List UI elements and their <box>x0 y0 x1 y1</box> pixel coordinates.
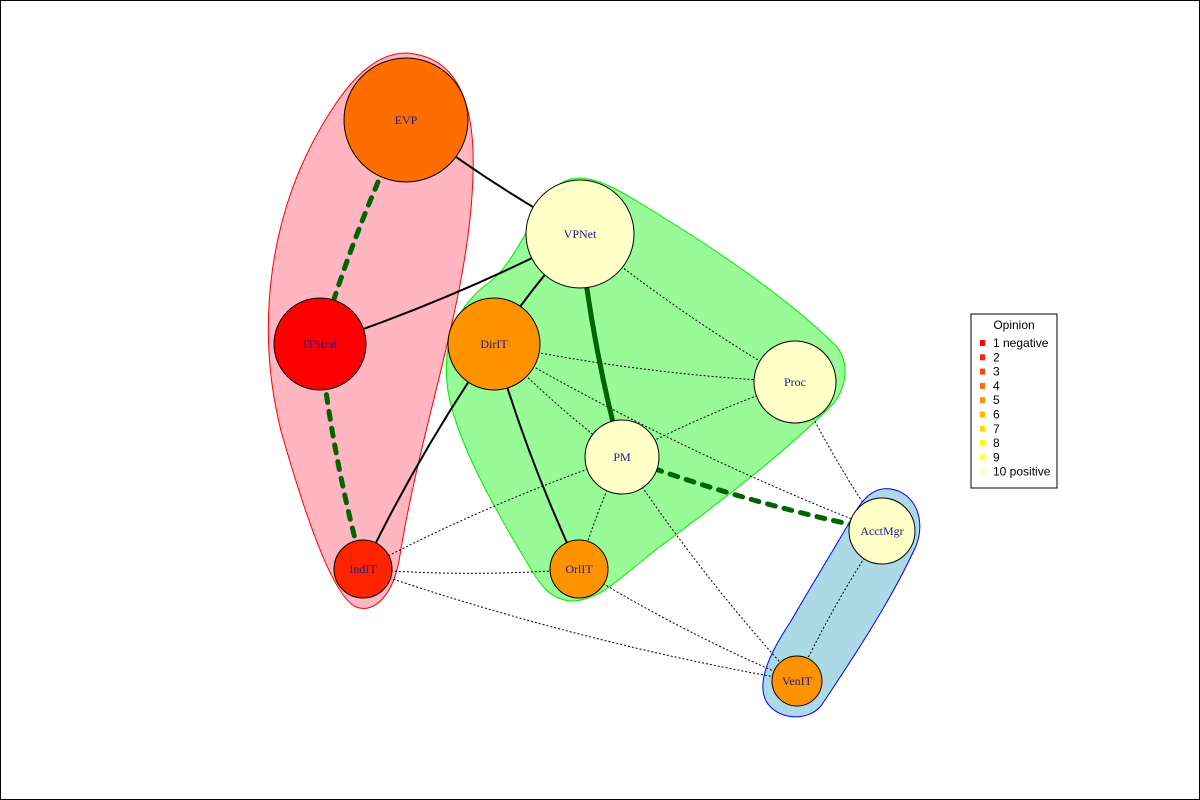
legend-label: 10 positive <box>993 465 1051 479</box>
legend-swatch <box>980 340 985 346</box>
legend-label: 6 <box>993 408 1000 422</box>
legend-swatch <box>980 397 985 404</box>
legend-label: 3 <box>993 365 1000 379</box>
edge-dirit-acctmgr <box>493 343 883 532</box>
legend-swatch <box>980 382 985 389</box>
node-circle[interactable] <box>848 497 916 565</box>
node-circle[interactable] <box>333 539 393 599</box>
node-proc[interactable]: Proc <box>753 340 837 424</box>
legend-swatch <box>980 411 985 418</box>
node-label: OrlIT <box>565 562 593 576</box>
node-label: IndIT <box>349 562 377 576</box>
node-pm[interactable]: PM <box>584 419 660 495</box>
node-label: EVP <box>395 113 418 127</box>
legend-swatch <box>980 368 985 375</box>
node-vpnet[interactable]: VPNet <box>525 179 635 289</box>
node-dirit[interactable]: DirIT <box>447 297 541 391</box>
node-venit[interactable]: VenIT <box>771 655 823 707</box>
node-label: VPNet <box>564 227 597 241</box>
node-circle[interactable] <box>549 539 609 599</box>
node-evp[interactable]: EVP <box>343 57 469 183</box>
legend-swatch <box>980 440 985 447</box>
legend-label: 2 <box>993 350 1000 364</box>
node-circle[interactable] <box>771 655 823 707</box>
legend-label: 4 <box>993 379 1000 393</box>
node-label: VenIT <box>782 674 813 688</box>
legend-label: 5 <box>993 393 1000 407</box>
node-label: DirIT <box>480 337 508 351</box>
edge-indit-venit <box>362 568 798 682</box>
legend-swatch <box>980 468 985 475</box>
legend-swatch <box>980 354 985 361</box>
node-circle[interactable] <box>447 297 541 391</box>
node-label: Proc <box>784 375 806 389</box>
node-circle[interactable] <box>753 340 837 424</box>
node-orlit[interactable]: OrlIT <box>549 539 609 599</box>
legend-label: 1 negative <box>993 336 1049 350</box>
legend-swatch <box>980 454 985 461</box>
edge-orlit-venit <box>578 568 798 682</box>
legend-label: 7 <box>993 422 1000 436</box>
legend-label: 8 <box>993 436 1000 450</box>
node-label: ITStrat <box>303 337 338 351</box>
legend-label: 9 <box>993 450 1000 464</box>
node-circle[interactable] <box>273 297 367 391</box>
group-red-hull <box>267 52 474 609</box>
legend-box <box>970 313 1058 489</box>
node-indit[interactable]: IndIT <box>333 539 393 599</box>
legend-title: Opinion <box>993 318 1034 332</box>
node-circle[interactable] <box>525 179 635 289</box>
node-label: PM <box>613 450 631 464</box>
node-label: AcctMgr <box>860 524 903 538</box>
node-circle[interactable] <box>343 57 469 183</box>
node-acctmgr[interactable]: AcctMgr <box>848 497 916 565</box>
legend-swatch <box>980 425 985 432</box>
node-itstrat[interactable]: ITStrat <box>273 297 367 391</box>
node-circle[interactable] <box>584 419 660 495</box>
